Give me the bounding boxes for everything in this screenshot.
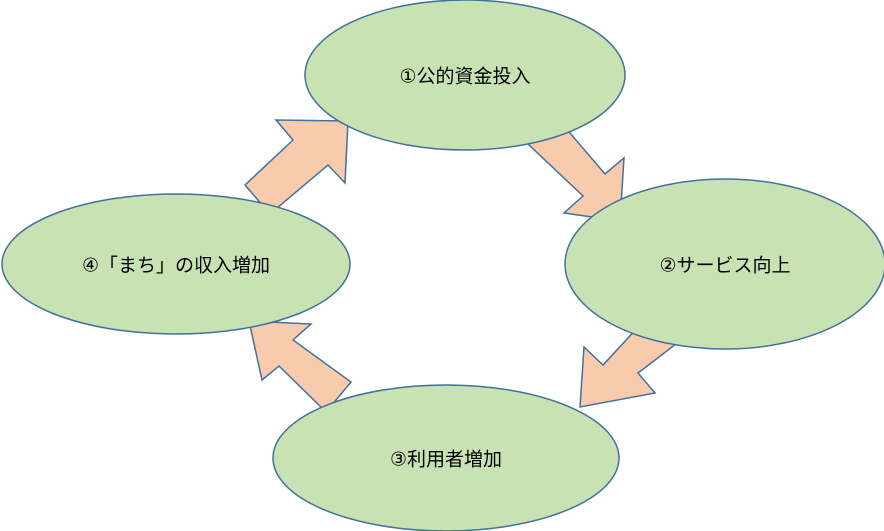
node-user-increase: ③利用者増加 xyxy=(272,384,620,531)
node-shape xyxy=(1,193,351,335)
node-label: ③利用者増加 xyxy=(390,449,502,471)
node-service-improvement: ②サービス向上 xyxy=(564,178,884,350)
node-label: ①公的資金投入 xyxy=(399,66,530,88)
node-shape xyxy=(564,178,884,350)
node-shape xyxy=(272,384,620,531)
node-shape xyxy=(304,0,626,151)
node-town-income-increase: ④「まち」の収入増加 xyxy=(1,193,351,335)
node-label: ②サービス向上 xyxy=(659,255,790,277)
arrow-4-to-1 xyxy=(243,119,349,216)
node-label: ④「まち」の収入増加 xyxy=(82,255,270,277)
arrow-3-to-4 xyxy=(248,320,353,414)
node-public-investment: ①公的資金投入 xyxy=(304,0,626,151)
